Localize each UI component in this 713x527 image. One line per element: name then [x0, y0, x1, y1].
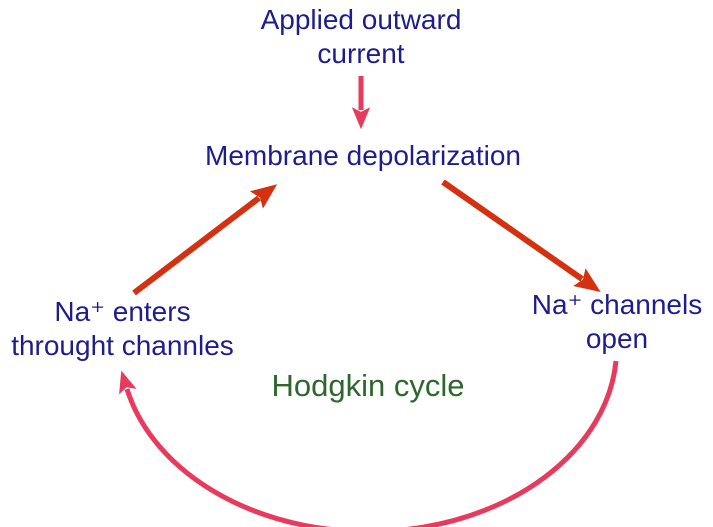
- node-channels-line2: open: [585, 323, 649, 354]
- diagram-title: Hodgkin cycle: [271, 368, 465, 403]
- node-membrane-line1: Membrane depolarization: [205, 140, 521, 171]
- node-channels-line1: Na⁺ channels: [531, 289, 703, 320]
- node-applied-line1: Applied outward: [260, 4, 462, 35]
- up-right-arrow: [132, 184, 278, 296]
- node-enters-line1: Na⁺ enters: [54, 296, 191, 327]
- node-na-enters-through-channels: Na⁺ enters throught channles: [0, 295, 245, 363]
- node-enters-line2: throught channles: [11, 330, 234, 361]
- node-na-channels-open: Na⁺ channels open: [492, 288, 713, 356]
- node-applied-line2: current: [317, 38, 405, 69]
- cycle-arc-arrow: [119, 360, 619, 527]
- node-membrane-depolarization: Membrane depolarization: [113, 139, 613, 173]
- down-right-arrow: [441, 179, 601, 293]
- node-applied-outward-current: Applied outward current: [211, 3, 511, 71]
